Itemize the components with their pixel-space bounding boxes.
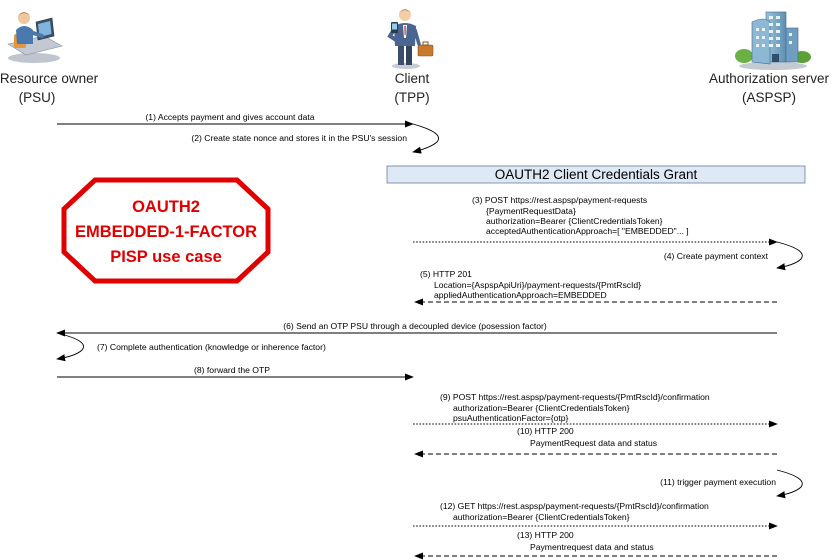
message-6-label: (6) Send an OTP PSU through a decoupled … (283, 321, 547, 331)
message-4: (4) Create payment context (664, 241, 803, 271)
message-3: (3) POST https://rest.aspsp/payment-requ… (413, 195, 778, 246)
message-5-line-3: appliedAuthenticationApproach=EMBEDDED (434, 290, 607, 300)
message-11: (11) trigger payment execution (660, 469, 803, 499)
message-9-line-1: (9) POST https://rest.aspsp/payment-requ… (440, 392, 710, 402)
oauth2-badge: OAUTH2 EMBEDDED-1-FACTOR PISP use case (61, 177, 271, 284)
message-8-label: (8) forward the OTP (194, 365, 270, 375)
message-10: (10) HTTP 200 PaymentRequest data and st… (414, 426, 777, 458)
aspsp-name: Authorization server (709, 71, 830, 86)
oauth2-client-credentials-banner: OAUTH2 Client Credentials Grant (386, 165, 806, 184)
message-5-line-2: Location={AspspApiUri}/payment-requests/… (434, 280, 641, 290)
message-11-label: (11) trigger payment execution (660, 477, 776, 487)
person-at-computer-icon (7, 12, 63, 63)
message-12: (12) GET https://rest.aspsp/payment-requ… (413, 501, 778, 530)
message-3-line-2: {PaymentRequestData} (486, 206, 576, 216)
message-3-line-1: (3) POST https://rest.aspsp/payment-requ… (472, 195, 647, 205)
message-12-line-2: authorization=Bearer {ClientCredentialsT… (453, 512, 630, 522)
message-8: (8) forward the OTP (57, 365, 414, 381)
tpp-role: (TPP) (394, 90, 429, 105)
message-1: (1) Accepts payment and gives account da… (57, 112, 414, 128)
banner-title: OAUTH2 Client Credentials Grant (495, 167, 698, 182)
businessman-with-phone-icon (387, 9, 434, 69)
psu-role: (PSU) (19, 90, 56, 105)
message-1-label: (1) Accepts payment and gives account da… (145, 112, 314, 122)
message-9-line-3: psuAuthenticationFactor={otp} (453, 413, 569, 423)
message-3-line-4: acceptedAuthenticationApproach=[ "EMBEDD… (486, 226, 689, 236)
bank-building-icon (735, 11, 811, 70)
message-13: (13) HTTP 200 Paymentrequest data and st… (414, 530, 777, 560)
message-3-line-3: authorization=Bearer {ClientCredentialsT… (486, 216, 663, 226)
message-10-line-2: PaymentRequest data and status (530, 438, 657, 448)
badge-line-1: OAUTH2 (132, 198, 200, 216)
message-7-label: (7) Complete authentication (knowledge o… (97, 342, 326, 352)
message-5: (5) HTTP 201 Location={AspspApiUri}/paym… (414, 269, 777, 306)
message-7: (7) Complete authentication (knowledge o… (56, 332, 326, 362)
badge-line-3: PISP use case (110, 248, 222, 266)
tpp-name: Client (395, 71, 430, 86)
message-13-line-2: Paymentrequest data and status (530, 542, 654, 552)
message-4-label: (4) Create payment context (664, 251, 769, 261)
message-2: (2) Create state nonce and stores it in … (191, 123, 439, 154)
psu-name: Resource owner (0, 71, 99, 86)
message-5-line-1: (5) HTTP 201 (420, 269, 472, 279)
message-10-line-1: (10) HTTP 200 (517, 426, 574, 436)
message-9: (9) POST https://rest.aspsp/payment-requ… (413, 392, 778, 428)
message-13-line-1: (13) HTTP 200 (517, 530, 574, 540)
message-6: (6) Send an OTP PSU through a decoupled … (56, 321, 777, 337)
message-12-line-1: (12) GET https://rest.aspsp/payment-requ… (440, 501, 709, 511)
message-9-line-2: authorization=Bearer {ClientCredentialsT… (453, 403, 630, 413)
message-2-label: (2) Create state nonce and stores it in … (191, 133, 407, 143)
aspsp-role: (ASPSP) (742, 90, 796, 105)
badge-line-2: EMBEDDED-1-FACTOR (75, 223, 257, 241)
